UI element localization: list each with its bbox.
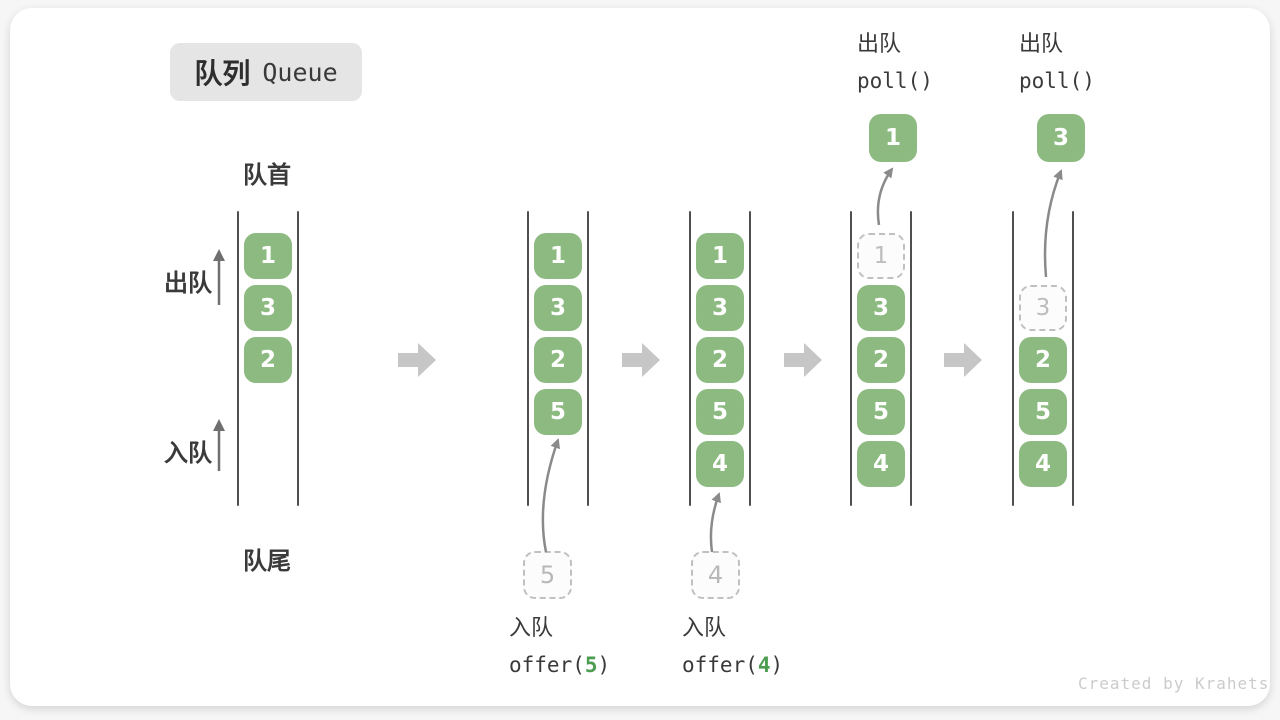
enqueue-arrow-icon [541, 438, 561, 553]
offer-action-text: 入队 [682, 616, 727, 641]
removed-item-ghost: 1 [857, 233, 905, 279]
poll-operation-label: 出队 poll() [1019, 26, 1095, 100]
poll-code-text: poll() [857, 69, 933, 93]
offer-fn: offer( [682, 653, 758, 677]
queue-wall [1012, 211, 1014, 506]
queue-item: 1 [696, 233, 744, 279]
dequeue-direction-arrow-icon [213, 249, 225, 305]
queue-item: 2 [244, 337, 292, 383]
offer-close: ) [770, 653, 784, 677]
queue-item: 3 [696, 285, 744, 331]
step-arrow-icon [944, 343, 982, 377]
queue-item: 4 [857, 441, 905, 487]
offer-arg: 4 [757, 653, 771, 677]
queue-item: 2 [1019, 337, 1067, 383]
offer-close: ) [597, 653, 611, 677]
queue-wall [1072, 211, 1074, 506]
queue-state-1: 1 3 2 [237, 211, 299, 506]
queue-state-2: 1 3 2 5 [527, 211, 589, 506]
queue-item: 5 [857, 389, 905, 435]
step-arrow-icon [398, 343, 436, 377]
label-enqueue: 入队 [164, 439, 212, 467]
offer-code-text: offer(4) [682, 653, 783, 677]
queue-item: 4 [1019, 441, 1067, 487]
label-queue-rear: 队尾 [243, 547, 291, 575]
queue-wall [689, 211, 691, 506]
dequeue-arrow-icon [876, 167, 894, 226]
queue-state-5: 3 2 5 4 [1012, 211, 1074, 506]
poll-code-text: poll() [1019, 69, 1095, 93]
offer-operation-label: 入队 offer(4) [682, 610, 783, 684]
poll-operation-label: 出队 poll() [857, 26, 933, 100]
queue-wall [850, 211, 852, 506]
queue-item: 2 [857, 337, 905, 383]
queue-state-3: 1 3 2 5 4 [689, 211, 751, 506]
queue-item: 5 [696, 389, 744, 435]
poll-action-text: 出队 [857, 32, 902, 57]
queue-wall [910, 211, 912, 506]
step-arrow-icon [622, 343, 660, 377]
dequeue-arrow-icon [1043, 169, 1063, 278]
step-arrow-icon [784, 343, 822, 377]
watermark: Created by Krahets [1078, 674, 1270, 693]
title-badge: 队列 Queue [170, 43, 362, 101]
incoming-element: 4 [691, 551, 740, 599]
incoming-element: 5 [523, 551, 572, 599]
popped-element: 1 [869, 114, 917, 162]
popped-element: 3 [1037, 114, 1085, 162]
title-zh: 队列 [194, 57, 251, 90]
queue-item: 3 [857, 285, 905, 331]
title-en: Queue [262, 57, 338, 87]
enqueue-arrow-icon [709, 492, 721, 553]
label-dequeue: 出队 [164, 269, 212, 297]
offer-action-text: 入队 [509, 616, 554, 641]
queue-item: 1 [534, 233, 582, 279]
label-queue-front: 队首 [243, 161, 291, 189]
queue-item: 3 [534, 285, 582, 331]
queue-item: 3 [244, 285, 292, 331]
queue-wall [749, 211, 751, 506]
queue-item: 4 [696, 441, 744, 487]
queue-state-4: 1 3 2 5 4 [850, 211, 912, 506]
removed-item-ghost: 3 [1019, 285, 1067, 331]
queue-item: 5 [1019, 389, 1067, 435]
offer-fn: offer( [509, 653, 585, 677]
queue-wall [297, 211, 299, 506]
offer-arg: 5 [584, 653, 598, 677]
queue-item: 5 [534, 389, 582, 435]
queue-wall [587, 211, 589, 506]
queue-item: 2 [696, 337, 744, 383]
enqueue-direction-arrow-icon [213, 419, 225, 471]
offer-code-text: offer(5) [509, 653, 610, 677]
queue-item: 1 [244, 233, 292, 279]
queue-wall [237, 211, 239, 506]
offer-operation-label: 入队 offer(5) [509, 610, 610, 684]
poll-action-text: 出队 [1019, 32, 1064, 57]
queue-item: 2 [534, 337, 582, 383]
queue-wall [527, 211, 529, 506]
